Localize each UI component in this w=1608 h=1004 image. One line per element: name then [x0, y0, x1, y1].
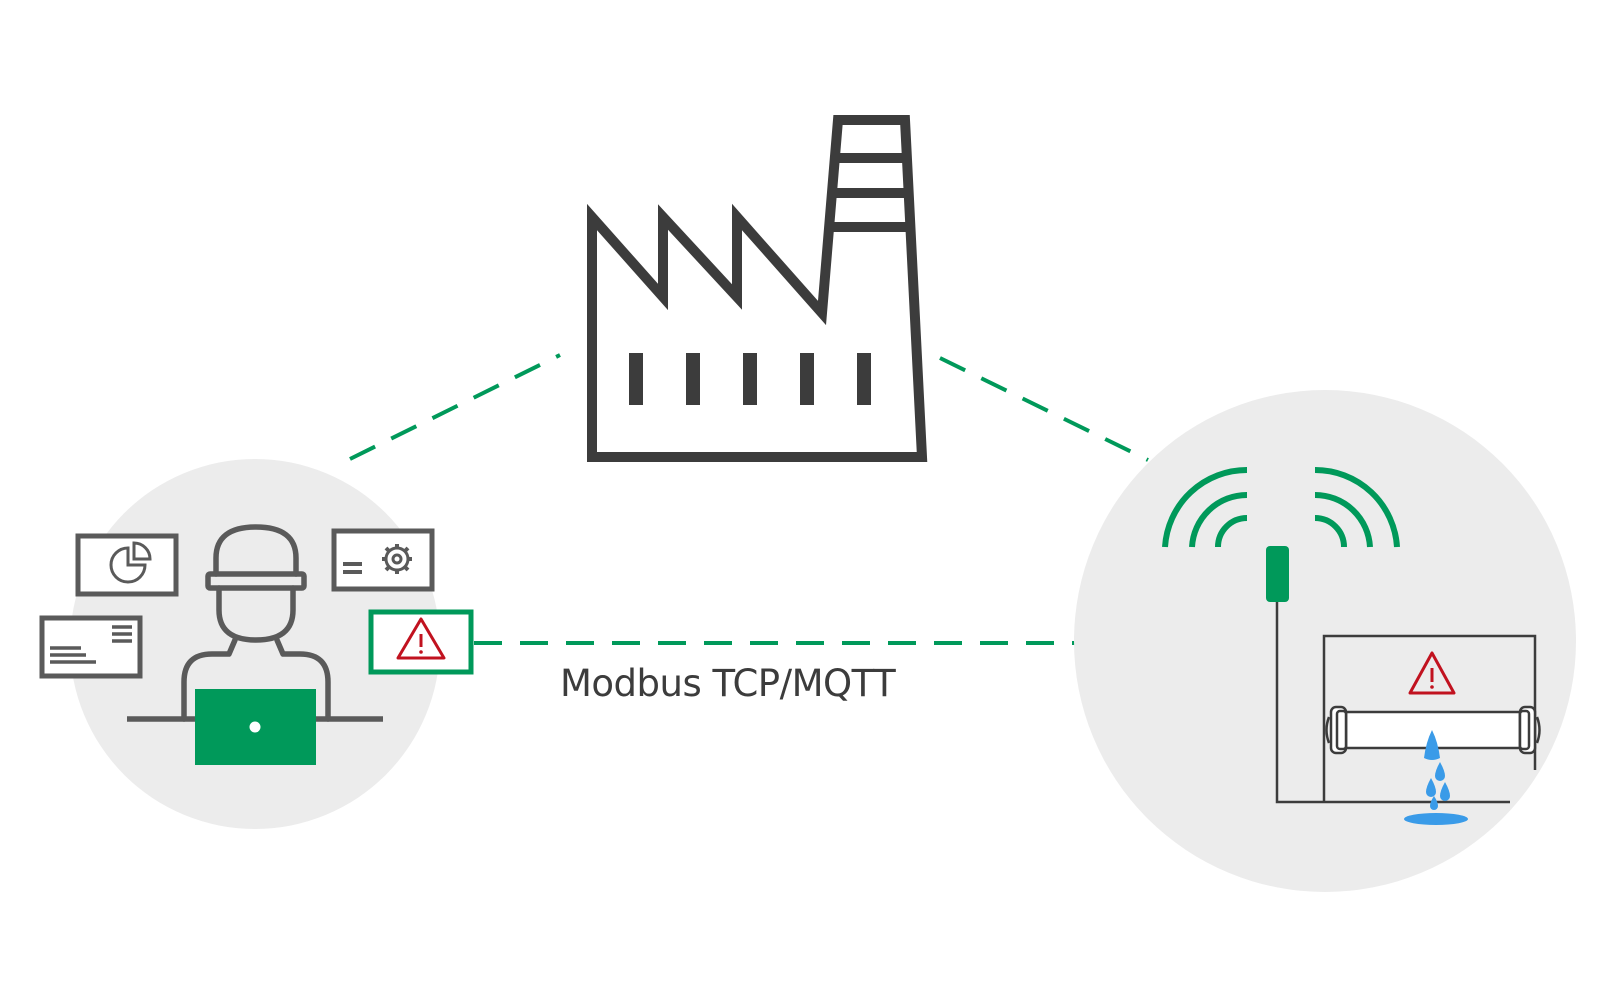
signal-arc-left-middle — [1189, 491, 1248, 548]
laptop-icon — [195, 689, 316, 765]
signal-arc-left-outer — [1162, 466, 1248, 548]
dashboard-panel-text — [39, 615, 143, 679]
warning-triangle-icon — [1408, 651, 1456, 695]
room-frame — [1322, 634, 1537, 802]
factory-windows — [629, 353, 871, 405]
laptop-logo-dot — [249, 721, 261, 733]
factory-icon — [587, 115, 928, 462]
connector-factory-sensor — [939, 356, 1149, 462]
wireless-sensor-icon — [1266, 546, 1289, 602]
connection-protocol-label: Modbus TCP/MQTT — [560, 662, 896, 705]
connector-operator-factory — [349, 353, 561, 461]
signal-arc-left-inner — [1215, 515, 1248, 548]
gear-icon — [382, 544, 412, 574]
operator-group — [39, 459, 474, 829]
text-lines-icon — [50, 625, 132, 664]
signal-arc-right-inner — [1314, 515, 1347, 548]
sensor-group — [1074, 390, 1576, 892]
pie-chart-icon — [109, 541, 152, 584]
warning-triangle-icon — [396, 617, 446, 660]
alert-panel — [368, 609, 474, 675]
signal-arc-right-middle — [1314, 491, 1373, 548]
list-lines-icon — [343, 562, 362, 574]
wifi-signal-icon — [1162, 466, 1400, 548]
engineer-icon — [181, 524, 331, 722]
water-puddle — [1404, 813, 1468, 825]
dashed-connectors — [349, 353, 1149, 645]
dashboard-panel-settings — [331, 528, 435, 592]
dashboard-panel-chart — [75, 533, 179, 597]
signal-arc-right-outer — [1314, 466, 1400, 548]
water-drops — [1404, 730, 1468, 825]
